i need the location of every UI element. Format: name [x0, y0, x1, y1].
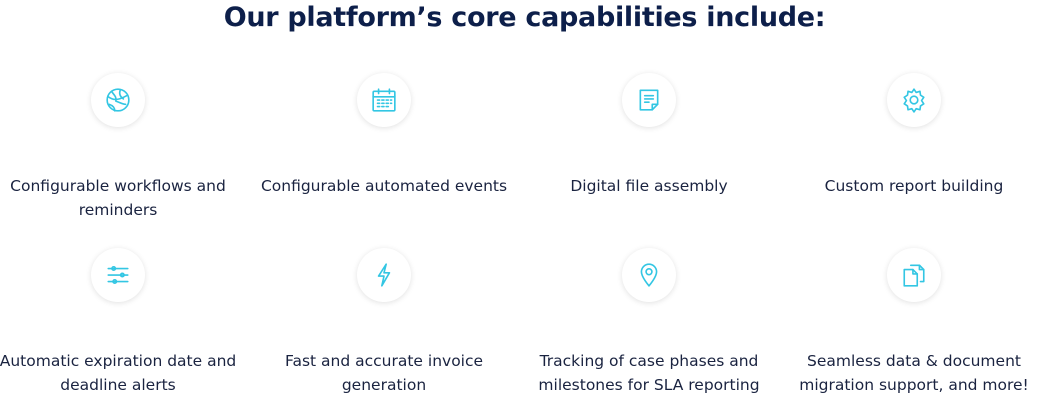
capability-label: Configurable automated events — [260, 177, 508, 195]
capability-item: Digital file assembly — [518, 73, 780, 198]
sliders-icon — [91, 248, 145, 302]
capability-item: Tracking of case phases and milestones f… — [518, 248, 780, 397]
globe-network-icon — [91, 73, 145, 127]
capability-item: Configurable workflows and reminders — [0, 73, 249, 222]
document-icon — [622, 73, 676, 127]
capability-label: Digital file assembly — [570, 177, 728, 195]
capability-label: Tracking of case phases and milestones f… — [538, 352, 760, 394]
capability-label: Custom report building — [824, 177, 1004, 195]
capability-label: Fast and accurate invoice generation — [284, 352, 484, 394]
capability-item: Seamless data & document migration suppo… — [783, 248, 1045, 397]
location-pin-icon — [622, 248, 676, 302]
capability-label: Seamless data & document migration suppo… — [799, 352, 1029, 394]
gear-icon — [887, 73, 941, 127]
capability-label: Automatic expiration date and deadline a… — [0, 352, 237, 394]
lightning-icon — [357, 248, 411, 302]
capability-item: Fast and accurate invoice generation — [253, 248, 515, 397]
capability-item: Custom report building — [783, 73, 1045, 198]
capability-item: Automatic expiration date and deadline a… — [0, 248, 249, 397]
capability-label: Configurable workflows and reminders — [10, 177, 226, 219]
page-title: Our platform’s core capabilities include… — [223, 2, 826, 33]
capability-item: Configurable automated events — [253, 73, 515, 198]
copy-documents-icon — [887, 248, 941, 302]
calendar-icon — [357, 73, 411, 127]
